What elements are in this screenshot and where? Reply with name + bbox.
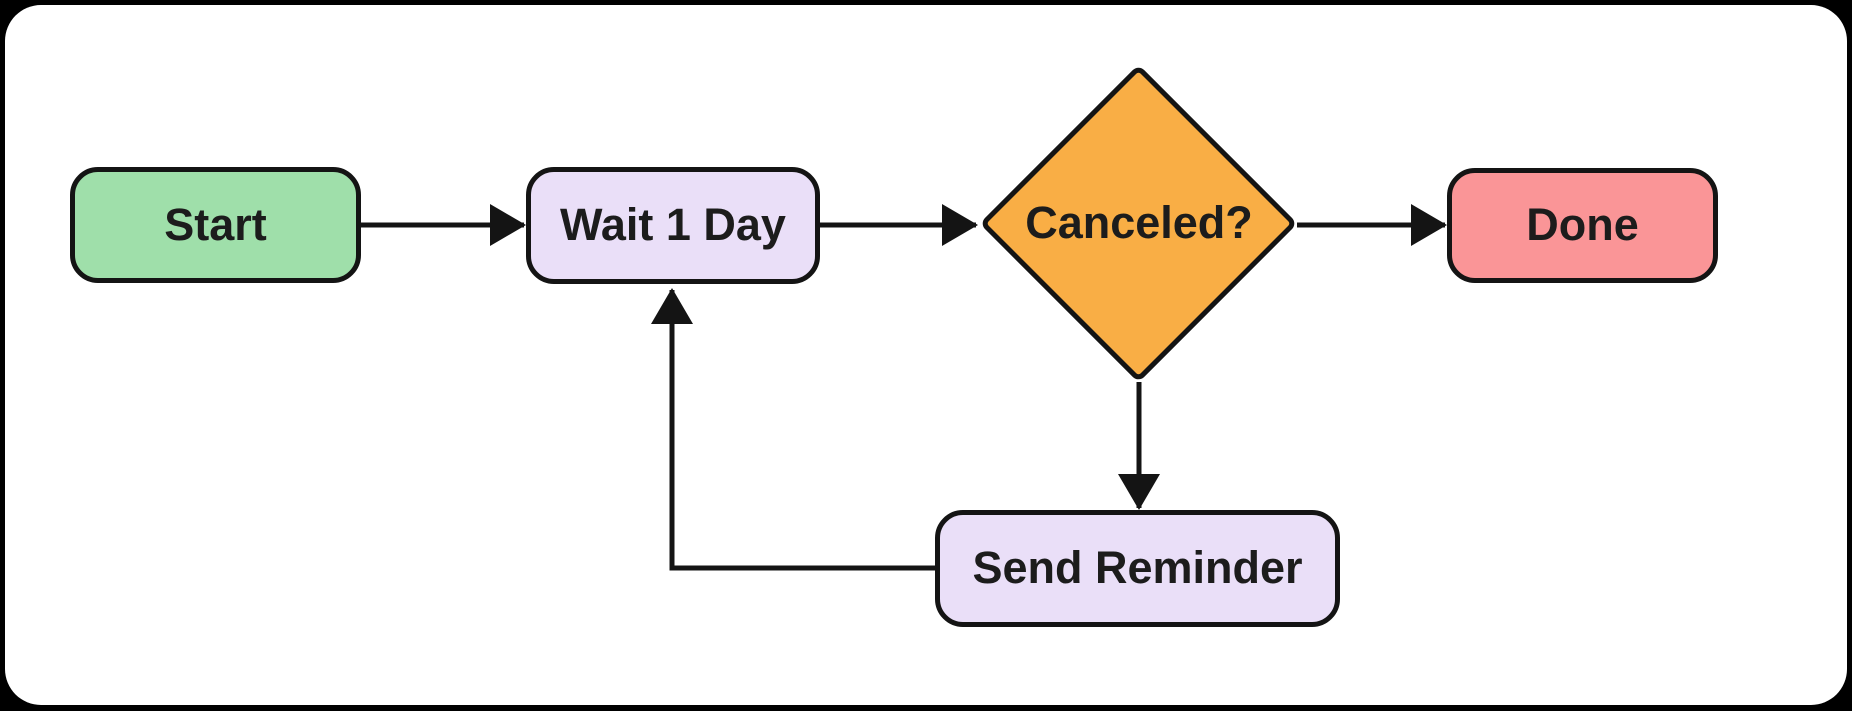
- node-start-label: Start: [164, 198, 267, 250]
- node-send-reminder: Send Reminder: [935, 510, 1340, 627]
- node-done-label: Done: [1526, 199, 1639, 250]
- node-send-reminder-label: Send Reminder: [972, 542, 1303, 593]
- node-done: Done: [1447, 168, 1718, 283]
- node-wait-1-day: Wait 1 Day: [526, 167, 820, 284]
- node-canceled-label: Canceled?: [1025, 196, 1253, 248]
- flowchart-edges-layer: [361, 204, 1447, 571]
- node-canceled-decision: Canceled?: [979, 64, 1298, 383]
- diagram-card: Start Wait 1 Day Canceled? Done Send Rem…: [5, 5, 1847, 705]
- node-wait-1-day-label: Wait 1 Day: [560, 199, 786, 250]
- edge-send-reminder-to-wait: [651, 288, 935, 571]
- node-start: Start: [70, 167, 361, 283]
